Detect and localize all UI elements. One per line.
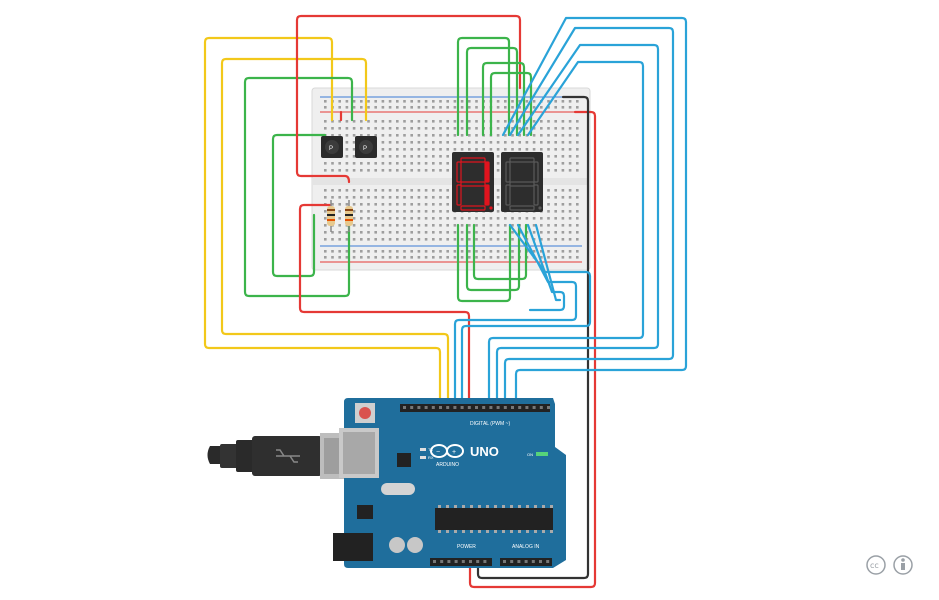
wire-blue-2 (503, 26, 675, 412)
segment-g (460, 181, 486, 187)
seven-segment-display-2 (501, 152, 543, 212)
segment-f (505, 161, 511, 183)
segment-f (456, 161, 462, 183)
wire-green-3 (456, 36, 511, 137)
led-on-label: ON (527, 452, 533, 457)
usb-cable (207, 433, 350, 479)
wire-blue-3 (495, 43, 660, 412)
arduino-logo: − + (430, 444, 464, 458)
wire-blue-4 (487, 60, 645, 412)
svg-text:−: − (436, 449, 440, 456)
segment-e (456, 184, 462, 206)
breadboard (311, 87, 591, 271)
power-led (536, 452, 548, 456)
wire-blue-8 (534, 223, 562, 302)
display-segments (505, 157, 542, 211)
resistor-2 (345, 200, 353, 232)
wire-green-1 (243, 76, 354, 298)
chip-pins (438, 505, 553, 533)
usb-icon (276, 449, 300, 463)
reset-button[interactable] (355, 403, 375, 423)
resistor-1 (327, 200, 335, 232)
segment-e (505, 184, 511, 206)
wire-blue-6 (453, 223, 578, 412)
model-label: UNO (470, 444, 499, 459)
segment-c (484, 184, 490, 206)
svg-text:+: + (452, 449, 456, 456)
license-badges: cc (866, 555, 913, 575)
segment-c (533, 184, 539, 206)
cc-text: cc (870, 561, 879, 570)
wire-blue-7 (526, 223, 566, 312)
led-tx-label: TX (428, 447, 433, 452)
wire-green-9 (472, 223, 528, 281)
button-label: P (329, 146, 333, 152)
wire-green-7 (456, 223, 512, 303)
segment-dp (489, 206, 493, 210)
led-rx-label: RX (428, 455, 434, 460)
cc-icon: cc (866, 555, 886, 575)
wire-red-4 (468, 110, 597, 589)
attribution-icon (893, 555, 913, 575)
push-button-2[interactable]: P (355, 136, 377, 158)
analog-header-label: ANALOG IN (512, 544, 540, 550)
wire-yellow-1 (203, 36, 442, 412)
wire-green-5 (481, 61, 526, 137)
button-label: P (363, 146, 367, 152)
power-header-label: POWER (457, 544, 476, 550)
wires (203, 14, 688, 589)
segment-b (484, 161, 490, 183)
digital-header-label: DIGITAL (PWM ~) (470, 421, 510, 427)
wire-blue-1 (501, 16, 688, 412)
wire-green-8 (465, 223, 521, 292)
display-segments (456, 157, 493, 211)
wire-green-2 (271, 133, 327, 278)
wire-black-1 (476, 95, 590, 580)
wire-blue-5 (460, 223, 592, 412)
wire-red-2 (295, 14, 522, 184)
brand-label: ARDUINO (436, 462, 459, 468)
bottom-header-pins (433, 560, 550, 563)
wire-green-6 (489, 71, 533, 137)
push-button-1[interactable]: P (321, 136, 343, 158)
segment-b (533, 161, 539, 183)
segment-g (509, 181, 535, 187)
segment-d (509, 205, 535, 211)
segment-a (460, 157, 486, 163)
wire-green-4 (465, 46, 519, 137)
seven-segment-display-1 (452, 152, 494, 212)
arduino-uno-board: DIGITAL (PWM ~) − + UNO ARDUINO TX RX ON (333, 398, 566, 568)
digital-header-pins (403, 406, 550, 409)
wire-yellow-2 (220, 57, 450, 412)
segment-dp (538, 206, 542, 210)
segment-a (509, 157, 535, 163)
segment-d (460, 205, 486, 211)
wire-red-3 (298, 203, 471, 412)
